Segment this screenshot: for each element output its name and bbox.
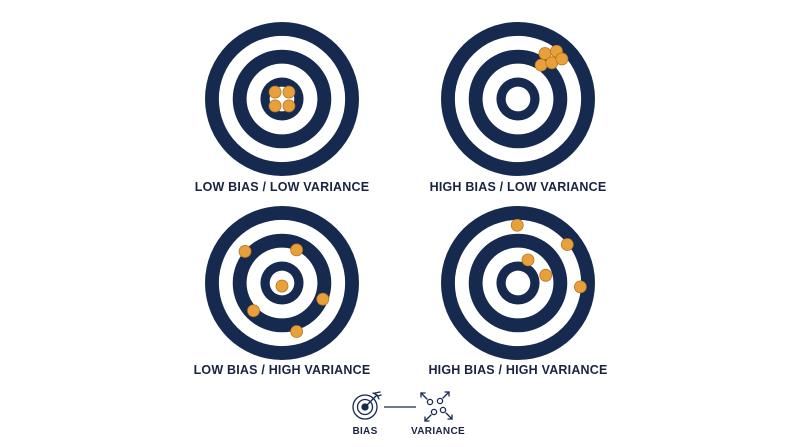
shot-dot xyxy=(290,243,304,257)
shot-dot xyxy=(534,58,548,72)
shot-dot xyxy=(282,99,296,113)
panel-label-high-bias-high-variance: HIGH BIAS / HIGH VARIANCE xyxy=(428,363,607,377)
bullseye xyxy=(505,270,531,296)
bullseye xyxy=(505,86,531,112)
target-panel-low-bias-high-variance xyxy=(205,206,359,360)
shot-dot xyxy=(539,268,553,282)
shot-dot xyxy=(275,279,289,293)
panel-label-high-bias-low-variance: HIGH BIAS / LOW VARIANCE xyxy=(430,180,607,194)
legend-variance-label: VARIANCE xyxy=(411,426,465,437)
shot-dot xyxy=(555,52,569,66)
panel-label-low-bias-high-variance: LOW BIAS / HIGH VARIANCE xyxy=(194,363,371,377)
legend-bias-label: BIAS xyxy=(352,426,377,437)
shot-dot xyxy=(282,85,296,99)
shot-dot xyxy=(238,245,252,258)
legend: BIAS VARIANCE xyxy=(352,391,465,437)
target-panel-high-bias-high-variance xyxy=(441,206,595,360)
target-panels xyxy=(205,22,595,360)
shot-dot xyxy=(316,292,330,306)
shot-dot xyxy=(268,99,282,113)
shot-dot xyxy=(290,325,304,338)
target-panel-high-bias-low-variance xyxy=(441,22,595,176)
shot-dot xyxy=(268,85,282,99)
target-with-arrow-icon xyxy=(352,391,382,420)
target-panel-low-bias-low-variance xyxy=(205,22,359,176)
panel-label-low-bias-low-variance: LOW BIAS / LOW VARIANCE xyxy=(195,180,370,194)
scatter-arrows-icon xyxy=(420,391,453,422)
shot-dot xyxy=(510,218,524,232)
shot-dot xyxy=(560,238,574,251)
shot-dot xyxy=(573,280,587,294)
shot-dot xyxy=(521,253,535,267)
shot-dot xyxy=(247,304,260,318)
